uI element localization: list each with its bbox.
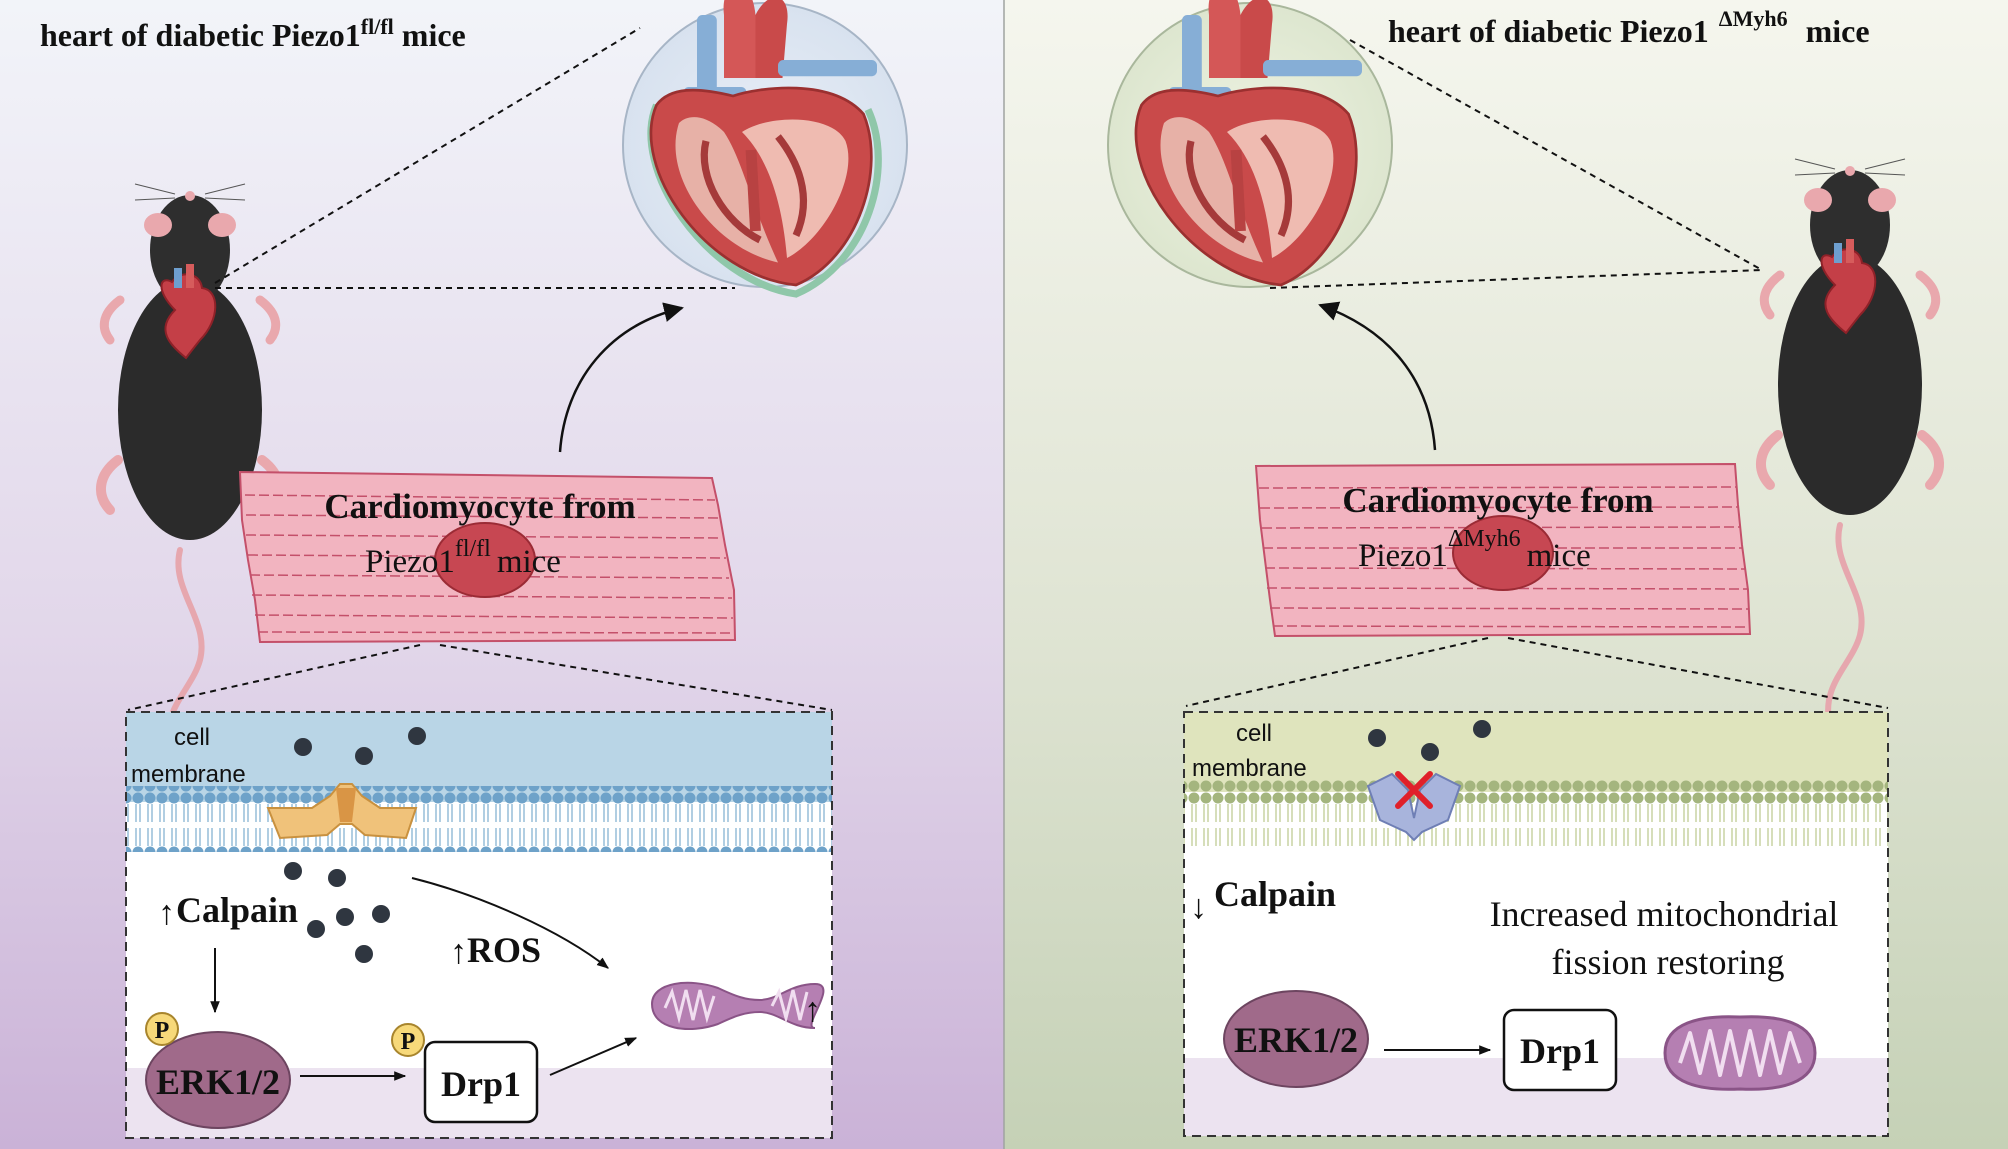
left-erk-node [145,1031,291,1129]
right-ions-outside [1368,720,1491,761]
deletion-x-icon [1395,771,1433,809]
left-arrow-to-mito [411,877,609,969]
left-cell-zoom-line-1 [127,644,421,711]
right-drp1-label: Drp1 [1520,1031,1600,1071]
left-fission-mitochondrion-icon [650,981,825,1031]
right-membrane-label-1: cell [1236,720,1272,747]
right-cell-zoom-line-1 [1185,637,1489,707]
left-phospho-drp1-label: P [401,1029,416,1055]
left-ions-inside [284,862,390,963]
left-arrow-drp1-mito [549,1037,638,1076]
left-ros-label: ROS [467,930,541,970]
left-fission-up-arrow: ↑ [804,992,821,1029]
left-phospho-erk-label: P [155,1018,170,1044]
left-drp1-label: Drp1 [441,1064,521,1104]
right-erk-node [1223,990,1369,1088]
right-note-line-1: Increased mitochondrial [1490,894,1839,934]
right-piezo1-deleted-channel-icon [1366,771,1462,842]
left-ions-outside [294,727,426,765]
right-calpain-down-arrow: ↓ [1190,889,1207,926]
right-drp1-box [1502,1008,1618,1092]
right-zoom-line-top [1349,39,1763,271]
left-lipid-bilayer [126,786,832,852]
right-cardio-label-1: Cardiomyocyte from [1342,481,1653,520]
right-inset-border [1183,711,1889,1137]
left-heart-icon [651,0,878,298]
left-drp1-box [423,1040,539,1124]
right-extracellular [1184,712,1888,792]
right-calpain-label: Calpain [1214,874,1336,914]
right-zoom-line-bottom [1269,269,1763,289]
left-ros-up-arrow: ↑ [450,934,467,971]
right-cell-zoom-line-2 [1507,637,1889,709]
left-calpain-label: Calpain [176,890,298,930]
left-membrane-label-1: cell [174,724,210,751]
left-nucleus [434,522,536,598]
left-erk-label: ERK1/2 [156,1062,280,1102]
left-phospho-erk-icon [145,1012,179,1046]
left-phospho-drp1-icon [391,1023,425,1057]
right-intact-mitochondrion-icon [1663,1014,1817,1092]
right-membrane-label-2: membrane [1192,755,1307,782]
left-membrane-label-2: membrane [131,761,246,788]
right-curved-arrow [1318,301,1437,451]
left-calpain-up-arrow: ↑ [158,895,175,932]
left-cardio-label-1: Cardiomyocyte from [324,487,635,526]
left-piezo1-channel-icon [266,783,418,840]
right-nucleus [1452,515,1554,591]
right-lipid-bilayer [1184,780,1888,846]
left-inset-border [125,711,833,1139]
left-curved-arrow [558,302,684,453]
right-erk-label: ERK1/2 [1234,1020,1358,1060]
left-zoom-line-top [214,27,641,284]
left-cell-zoom-line-2 [439,644,833,711]
left-title: heart of diabetic Piezo1fl/fl mice [40,14,466,53]
left-panel: heart of diabetic Piezo1fl/fl mice [40,0,908,1139]
right-note-line-2: fission restoring [1552,942,1785,982]
